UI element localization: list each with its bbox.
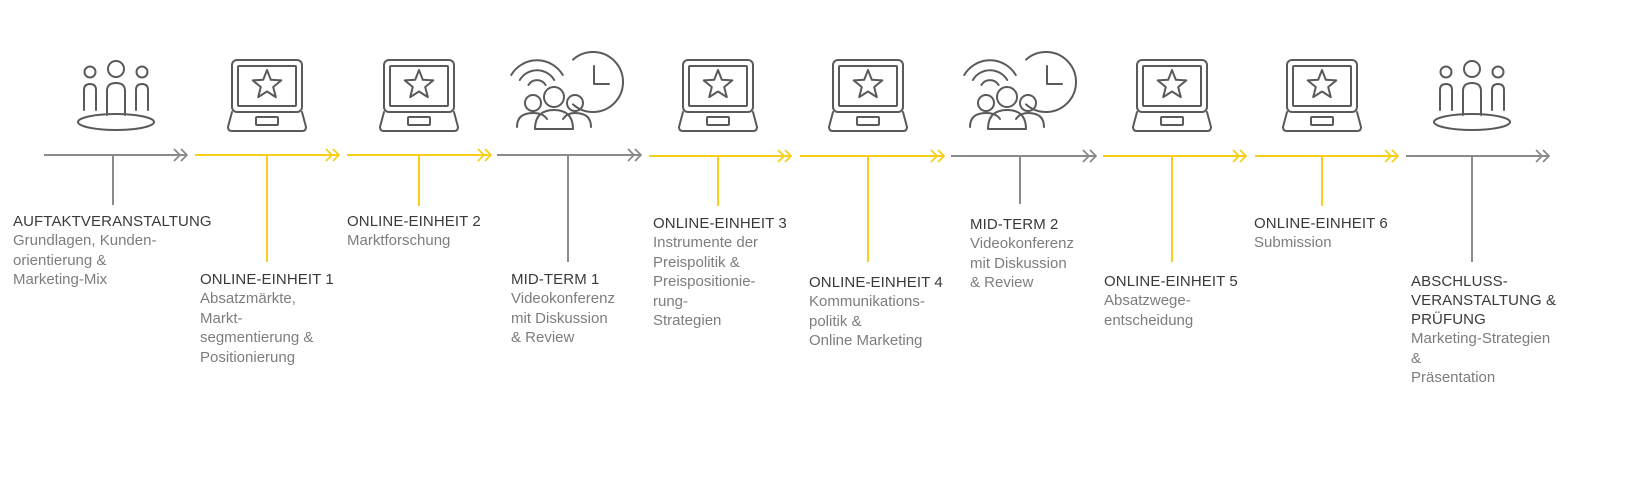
video-conference-icon [510,51,624,130]
arrowhead-icon [777,149,792,163]
stage-subtitle: Grundlagen, Kunden- orientierung & Marke… [13,232,157,288]
arrowhead-icon [930,149,945,163]
stage-1 [44,60,188,205]
stage-subtitle: Absatzmärkte, Markt- segmentierung & Pos… [200,290,314,366]
stage-title: MID-TERM 1 [511,271,600,288]
arrowhead-icon [1082,149,1097,163]
stage-subtitle: Absatzwege- entscheidung [1104,292,1194,329]
arrowhead-icon [325,148,340,162]
stage-subtitle: Submission [1254,234,1332,251]
stage-label-3: ONLINE-EINHEIT 2 Marktforschung [347,212,537,251]
stage-title: ONLINE-EINHEIT 2 [347,213,481,230]
arrowhead-icon [173,148,188,162]
stage-label-2: ONLINE-EINHEIT 1 Absatzmärkte, Markt- seg… [200,270,390,367]
arrowhead-icon [1384,149,1399,163]
stage-title: ABSCHLUSS- VERANSTALTUNG & PRÜFUNG [1411,273,1557,328]
stage-title: ONLINE-EINHEIT 4 [809,274,943,291]
stage-subtitle: Videokonferenz mit Diskussion & Review [970,235,1074,291]
stage-7 [951,51,1097,204]
stage-title: MID-TERM 2 [970,216,1059,233]
stage-label-9: ONLINE-EINHEIT 6 Submission [1254,214,1444,253]
stage-4 [497,51,642,262]
stage-3 [347,59,492,206]
stage-6 [800,59,945,262]
video-conference-icon [963,51,1077,130]
stage-label-6: ONLINE-EINHEIT 4 Kommunikations- politik … [809,273,999,351]
stage-subtitle: Marktforschung [347,232,451,249]
arrowhead-icon [1535,149,1550,163]
stage-label-8: ONLINE-EINHEIT 5 Absatzwege- entscheidung [1104,272,1294,330]
stage-9 [1255,59,1399,206]
stage-label-4: MID-TERM 1 Videokonferenz mit Diskussion … [511,270,701,348]
stage-label-5: ONLINE-EINHEIT 3 Instrumente der Preispol… [653,214,843,331]
stage-subtitle: Kommunikations- politik & Online Marketi… [809,293,925,349]
laptop-star-icon [227,59,307,132]
stage-subtitle: Videokonferenz mit Diskussion & Review [511,290,615,346]
laptop-star-icon [1132,59,1212,132]
stage-10 [1406,60,1550,262]
stage-label-1: AUFTAKTVERANSTALTUNG Grundlagen, Kunden- … [13,212,212,290]
stage-subtitle: Marketing-Strategien & Präsentation [1411,330,1551,386]
stage-title: ONLINE-EINHEIT 3 [653,215,787,232]
arrowhead-icon [627,148,642,162]
stage-subtitle: Instrumente der Preispolitik & Preisposi… [653,234,759,329]
stage-2 [195,59,340,262]
stage-title: AUFTAKTVERANSTALTUNG [13,213,212,230]
stage-title: ONLINE-EINHEIT 1 [200,271,334,288]
stage-5 [649,59,792,206]
people-group-icon [77,60,155,131]
laptop-star-icon [379,59,459,132]
arrowhead-icon [477,148,492,162]
laptop-star-icon [1282,59,1362,132]
people-group-icon [1433,60,1511,131]
arrowhead-icon [1232,149,1247,163]
stage-title: ONLINE-EINHEIT 5 [1104,273,1238,290]
stage-8 [1103,59,1247,262]
stage-title: ONLINE-EINHEIT 6 [1254,215,1388,232]
laptop-star-icon [678,59,758,132]
laptop-star-icon [828,59,908,132]
stage-label-7: MID-TERM 2 Videokonferenz mit Diskussion … [970,215,1160,293]
